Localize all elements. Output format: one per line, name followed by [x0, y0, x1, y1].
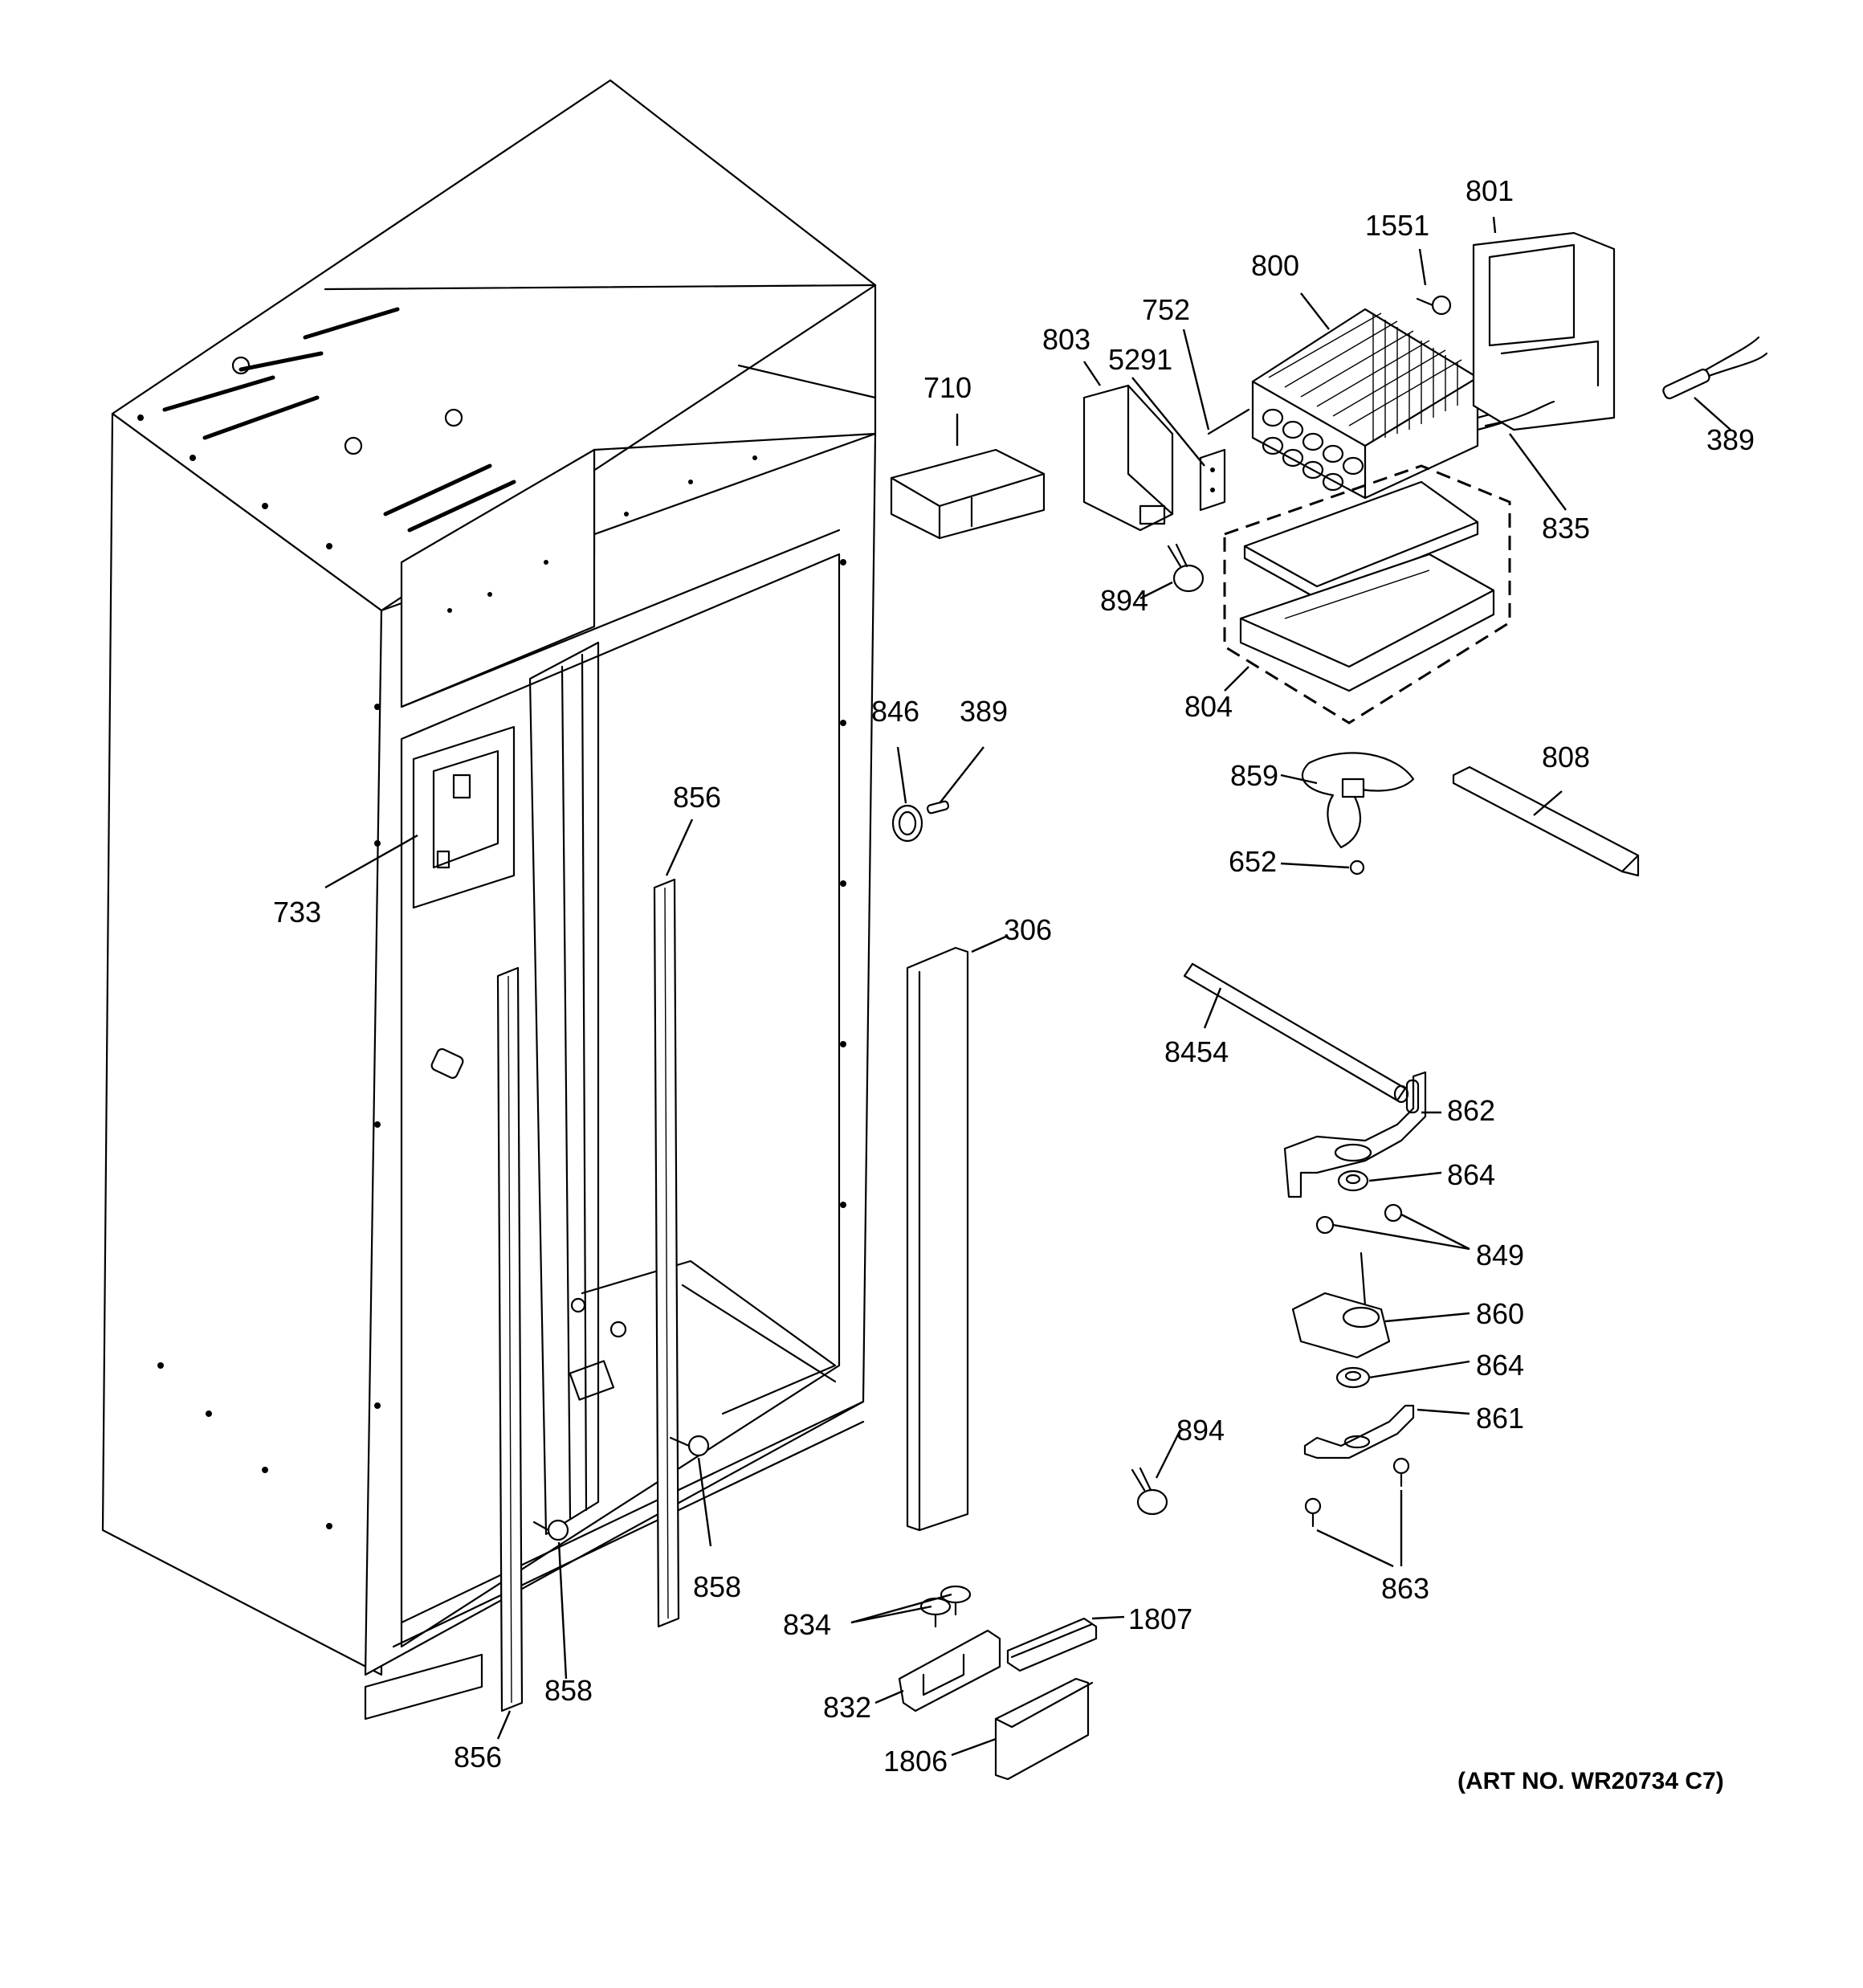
part-808-strip	[1452, 765, 1640, 877]
callout-835: 835	[1542, 512, 1590, 545]
callout-5291: 5291	[1108, 343, 1172, 376]
callout-894-bottom: 894	[1176, 1414, 1225, 1447]
evaporator-coils	[1262, 408, 1364, 492]
part-835-tube	[1484, 400, 1555, 427]
callout-864-upper: 864	[1447, 1158, 1495, 1191]
part-862-bracket	[1283, 1071, 1427, 1198]
callout-860: 860	[1476, 1297, 1524, 1330]
part-858-screw-left	[532, 1519, 569, 1541]
callout-864-lower: 864	[1476, 1349, 1524, 1382]
callout-832: 832	[823, 1691, 871, 1724]
part-834-feet	[919, 1585, 972, 1628]
part-710-box	[890, 448, 1046, 540]
callout-804: 804	[1184, 690, 1233, 723]
callout-861: 861	[1476, 1402, 1524, 1435]
callout-856-center: 856	[673, 781, 721, 814]
part-860-fan-motor	[1291, 1251, 1391, 1359]
part-5291-bracket	[1199, 448, 1226, 512]
part-861-bracket	[1303, 1404, 1415, 1459]
callout-733: 733	[273, 896, 321, 929]
refrigerator-cabinet	[101, 79, 877, 1721]
part-859-fan-blade	[1301, 752, 1415, 849]
rivets	[137, 414, 846, 1529]
callout-858-left: 858	[544, 1674, 593, 1707]
callout-1806: 1806	[883, 1745, 948, 1778]
part-894-thermostat-bottom	[1131, 1467, 1168, 1516]
callout-863: 863	[1381, 1572, 1429, 1605]
callout-1807: 1807	[1128, 1602, 1192, 1635]
callout-8454: 8454	[1164, 1035, 1229, 1068]
callout-389: 389	[1706, 423, 1755, 456]
part-849-grommets	[1315, 1203, 1403, 1235]
part-858-screw-center	[669, 1435, 710, 1457]
callout-389-small: 389	[960, 695, 1008, 728]
part-864-grommet-lower	[1335, 1366, 1371, 1389]
part-1806-panel	[994, 1677, 1094, 1781]
callout-808: 808	[1542, 741, 1590, 774]
part-864-grommet-upper	[1337, 1170, 1369, 1192]
callout-652: 652	[1229, 845, 1277, 878]
part-803-cover	[1082, 384, 1174, 532]
part-389-sensor	[1662, 336, 1768, 400]
part-801-panel	[1472, 231, 1616, 431]
callout-856-left: 856	[454, 1741, 502, 1774]
part-1807-strip	[1006, 1617, 1098, 1672]
callout-752: 752	[1142, 293, 1190, 326]
callout-labels: 710 733 846 389 856 306 858 858 856 801 …	[273, 174, 1755, 1794]
callout-710: 710	[923, 371, 972, 404]
callout-859: 859	[1230, 759, 1278, 792]
callout-858-center: 858	[693, 1570, 741, 1603]
part-856-strip-center	[653, 878, 680, 1628]
part-752-heater-rod	[1207, 408, 1250, 435]
part-894-thermostat-top	[1167, 543, 1205, 593]
part-306-panel	[906, 946, 969, 1532]
part-804-drain-pan	[1223, 464, 1511, 725]
part-1551-screw	[1416, 295, 1452, 316]
part-846-grille	[891, 804, 923, 843]
callout-1551: 1551	[1365, 209, 1429, 242]
leader-lines	[324, 216, 1731, 1757]
part-863-screws	[1304, 1457, 1410, 1528]
part-800-evaporator	[1251, 308, 1539, 500]
callout-834: 834	[783, 1608, 831, 1641]
callout-849: 849	[1476, 1239, 1524, 1272]
callout-801: 801	[1466, 174, 1514, 207]
callout-306: 306	[1004, 913, 1052, 946]
part-8454-tube	[1183, 962, 1409, 1104]
callout-846: 846	[871, 695, 919, 728]
callout-862: 862	[1447, 1094, 1495, 1127]
callout-894-top: 894	[1100, 584, 1148, 617]
part-832-bracket	[898, 1629, 1001, 1712]
part-389-sensor-small	[926, 800, 950, 814]
callout-800: 800	[1251, 249, 1299, 282]
art-number: (ART NO. WR20734 C7)	[1457, 1768, 1724, 1794]
part-856-strip-left	[496, 966, 524, 1712]
part-652-nut	[1349, 859, 1365, 876]
evaporator-fins	[1268, 312, 1462, 442]
callout-803: 803	[1042, 323, 1090, 356]
